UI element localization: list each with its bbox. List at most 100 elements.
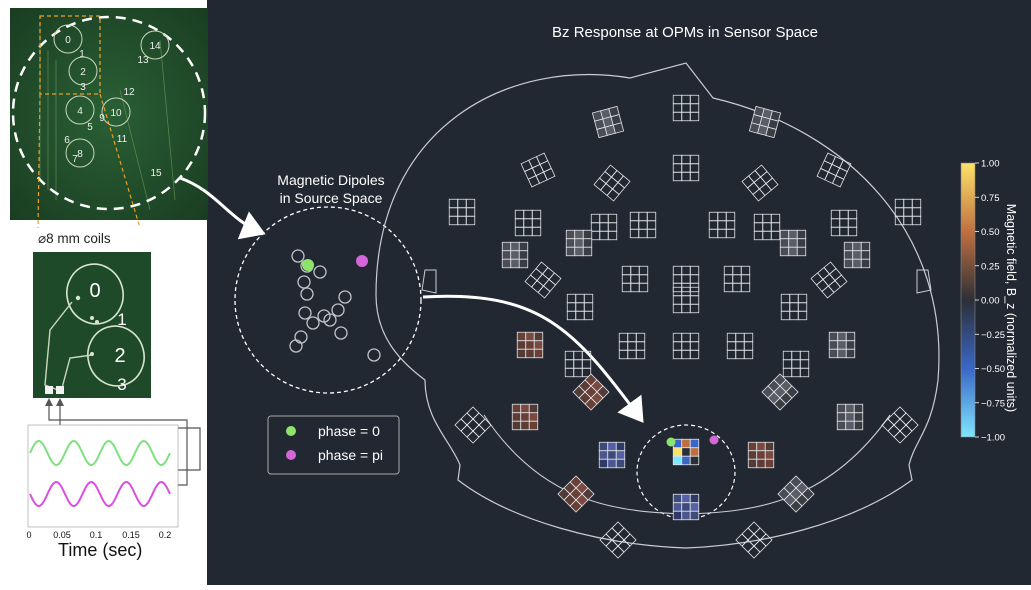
pcb-coil-label: 8 — [77, 149, 83, 160]
source-title-line1: Magnetic Dipoles — [277, 172, 385, 188]
opm-sensor — [501, 241, 529, 269]
pcb-coil-label: 10 — [110, 108, 122, 119]
opm-sensor — [741, 164, 779, 202]
waveform-tick-label: 0.15 — [122, 530, 140, 540]
dipole-marker — [300, 287, 314, 301]
dipole-marker — [291, 249, 305, 263]
opm-sensor — [590, 213, 618, 241]
opm-sensor — [599, 521, 637, 559]
opm-sensor — [735, 521, 773, 559]
waveform-tick-label: 0 — [26, 530, 31, 540]
colorbar: 1.000.750.500.250.00−0.25−0.50−0.75−1.00 — [960, 159, 1005, 444]
pcb-coil-label: 1 — [79, 49, 85, 60]
pcb-zoom-label: 3 — [117, 375, 126, 394]
source-space-diagram — [234, 206, 422, 394]
opm-sensor — [593, 164, 631, 202]
waveform-tick-label: 0.05 — [53, 530, 71, 540]
dipole-marker — [297, 275, 311, 289]
opm-sensor — [761, 373, 799, 411]
opm-sensor — [810, 261, 848, 299]
dipole-marker — [289, 339, 303, 353]
opm-sensor — [777, 475, 815, 513]
legend-label-phasepi: phase = pi — [318, 447, 383, 463]
opm-sensor — [816, 152, 852, 188]
opm-sensor — [566, 293, 594, 321]
pcb-coil-label: 13 — [137, 55, 149, 66]
pcb-coil-label: 5 — [87, 122, 93, 133]
pcb-coil-label: 7 — [72, 154, 78, 165]
opm-sensor — [843, 241, 871, 269]
pcb-zoom-photo: 01 2 3 — [33, 252, 151, 398]
dipole-marker — [306, 316, 320, 330]
dipole-phase0 — [302, 259, 314, 271]
pcb-zoom-box — [39, 15, 101, 95]
opm-sensor — [672, 493, 700, 521]
opm-sensor — [723, 265, 751, 293]
opm-sensor — [748, 105, 782, 139]
pcb-zoom-label: 2 — [114, 345, 125, 367]
pcb-coil-label: 6 — [64, 135, 70, 146]
opm-sensor — [894, 198, 922, 226]
pcb-coil-label: 15 — [150, 168, 162, 179]
opm-sensor — [598, 441, 626, 469]
opm-sensor — [572, 373, 610, 411]
colorbar-tick-label: −1.00 — [981, 433, 1005, 444]
colorbar-tick-label: 0.25 — [981, 261, 1000, 272]
colorbar-tick-label: 0.75 — [981, 193, 1000, 204]
opm-sensor — [828, 331, 856, 359]
pcb-coil-label: 9 — [99, 113, 105, 124]
opm-sensor — [565, 229, 593, 257]
opm-sensor — [779, 229, 807, 257]
pcb-coil-label: 4 — [77, 106, 83, 117]
pcb-coil-label: 2 — [80, 67, 86, 78]
opm-sensor — [520, 152, 556, 188]
opm-sensor — [672, 438, 700, 466]
phase-legend — [267, 415, 400, 475]
opm-sensor — [708, 211, 736, 239]
pcb-zoom-label: 0 — [89, 280, 100, 302]
colorbar-tick-label: −0.75 — [981, 398, 1005, 409]
waveform-phasepi — [29, 480, 171, 508]
arrow-pcb-to-source — [179, 176, 266, 240]
pcb-coil-label: 14 — [149, 41, 161, 52]
colorbar-tick-label: 1.00 — [981, 159, 1000, 170]
pcb-caption: ⌀8 mm coils — [38, 231, 111, 246]
pcb-coil-label: 12 — [123, 87, 135, 98]
opm-sensor — [672, 94, 700, 122]
opm-sensor — [448, 198, 476, 226]
pcb-highlight-circle — [11, 15, 207, 211]
pcb-coil-label: 3 — [80, 82, 86, 93]
opm-sensor — [618, 332, 646, 360]
opm-sensor — [672, 286, 700, 314]
opm-sensor — [836, 403, 864, 431]
opm-sensor — [830, 209, 858, 237]
colorbar-tick-label: −0.50 — [981, 364, 1005, 375]
colorbar-tick-label: 0.50 — [981, 227, 1000, 238]
arrow-source-to-sensor — [422, 294, 644, 423]
opm-sensor — [514, 209, 542, 237]
opm-sensor — [454, 406, 492, 444]
dipole-marker — [338, 290, 352, 304]
legend-label-phase0: phase = 0 — [318, 423, 380, 439]
pcb-coil-label: 0 — [65, 35, 71, 46]
opm-sensor — [591, 105, 625, 139]
dipole-marker — [334, 326, 348, 340]
opm-sensor — [621, 265, 649, 293]
sensor-panel-background — [207, 0, 1031, 585]
pcb-coil-label: 11 — [117, 134, 128, 145]
colorbar-label: Magnetic field, B_z (normalized units) — [1004, 203, 1018, 413]
pcb-zoom-label: 1 — [117, 310, 126, 329]
waveform-tick-label: 0.1 — [90, 530, 103, 540]
opm-sensor — [516, 331, 544, 359]
waveform-xlabel: Time (sec) — [58, 540, 143, 560]
waveform-phase0 — [29, 439, 171, 467]
dipole-marker — [298, 306, 312, 320]
source-title-line2: in Source Space — [279, 190, 383, 206]
source-title: Magnetic Dipoles in Source Space — [246, 171, 416, 207]
dipole-marker — [323, 313, 337, 327]
opm-sensor — [780, 293, 808, 321]
